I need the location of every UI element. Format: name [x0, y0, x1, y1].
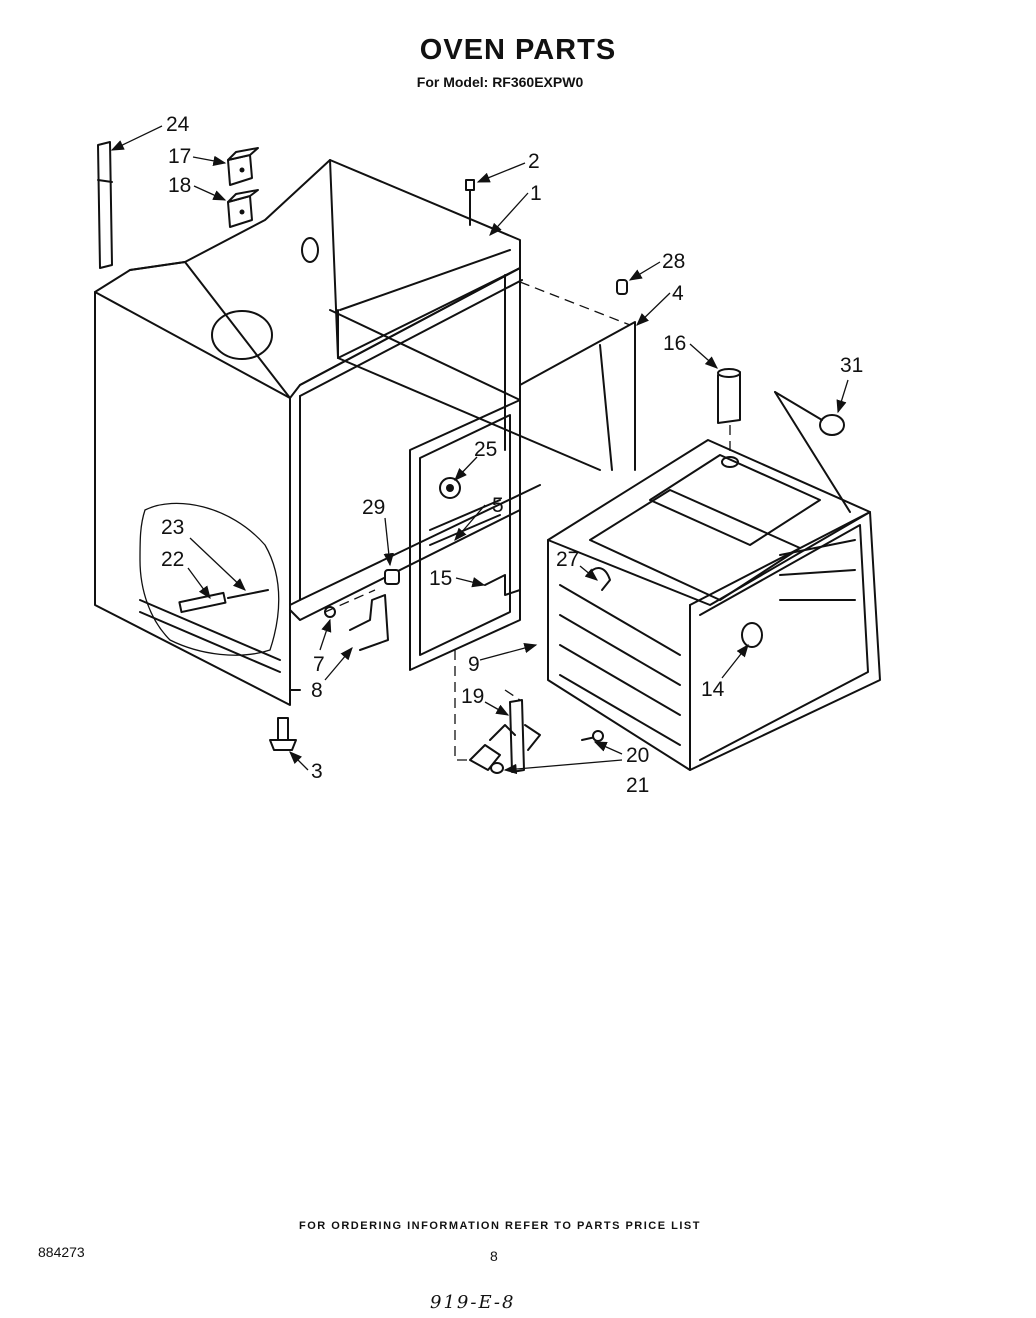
document-number: 884273 — [38, 1244, 85, 1260]
part-24-strip — [97, 141, 113, 269]
callout-2: 2 — [528, 150, 540, 173]
front-frame — [409, 399, 521, 671]
part-15-bracket — [484, 574, 521, 596]
callout-17: 17 — [168, 145, 191, 168]
part-17-block — [227, 147, 259, 186]
callout-25: 25 — [474, 438, 497, 461]
callout-29: 29 — [362, 496, 385, 519]
part-28-plug — [616, 279, 628, 295]
page-title: OVEN PARTS — [419, 34, 617, 66]
part-16-tube — [717, 368, 741, 455]
part-31-disc — [819, 414, 845, 436]
part-8-bracket — [349, 594, 389, 651]
callout-19: 19 — [461, 685, 484, 708]
callout-23: 23 — [161, 516, 184, 539]
callout-9: 9 — [468, 653, 480, 676]
oven-cabinet — [94, 159, 636, 706]
callout-1: 1 — [530, 182, 542, 205]
oven-liner — [547, 439, 881, 771]
part-21-washer — [490, 762, 504, 774]
callout-28: 28 — [662, 250, 685, 273]
callout-21: 21 — [626, 774, 649, 797]
callout-16: 16 — [663, 332, 686, 355]
callout-18: 18 — [168, 174, 191, 197]
callout-5: 5 — [492, 494, 504, 517]
part-3-leveler — [269, 717, 297, 751]
part-19-valve — [454, 650, 541, 773]
callout-14: 14 — [701, 678, 725, 701]
part-29-cylinder — [384, 569, 400, 585]
ordering-note: FOR ORDERING INFORMATION REFER TO PARTS … — [299, 1220, 701, 1232]
callout-7: 7 — [313, 653, 325, 676]
handwritten-note: 919-E-8 — [430, 1292, 516, 1313]
callout-labels: 24 17 18 2 1 28 4 16 31 25 29 5 23 22 27… — [161, 113, 863, 797]
callout-8: 8 — [311, 679, 323, 702]
callout-20: 20 — [626, 744, 649, 767]
callout-22: 22 — [161, 548, 184, 571]
callout-27: 27 — [556, 548, 579, 571]
callout-31: 31 — [840, 354, 863, 377]
callout-arrows — [110, 125, 849, 775]
callout-4: 4 — [672, 282, 684, 305]
callout-3: 3 — [311, 760, 323, 783]
part-18-block — [227, 189, 259, 228]
page-number: 8 — [490, 1248, 498, 1264]
callout-15: 15 — [429, 567, 452, 590]
part-27-clip — [587, 567, 611, 591]
callout-24: 24 — [166, 113, 190, 136]
model-subtitle: For Model: RF360EXPW0 — [416, 74, 584, 90]
